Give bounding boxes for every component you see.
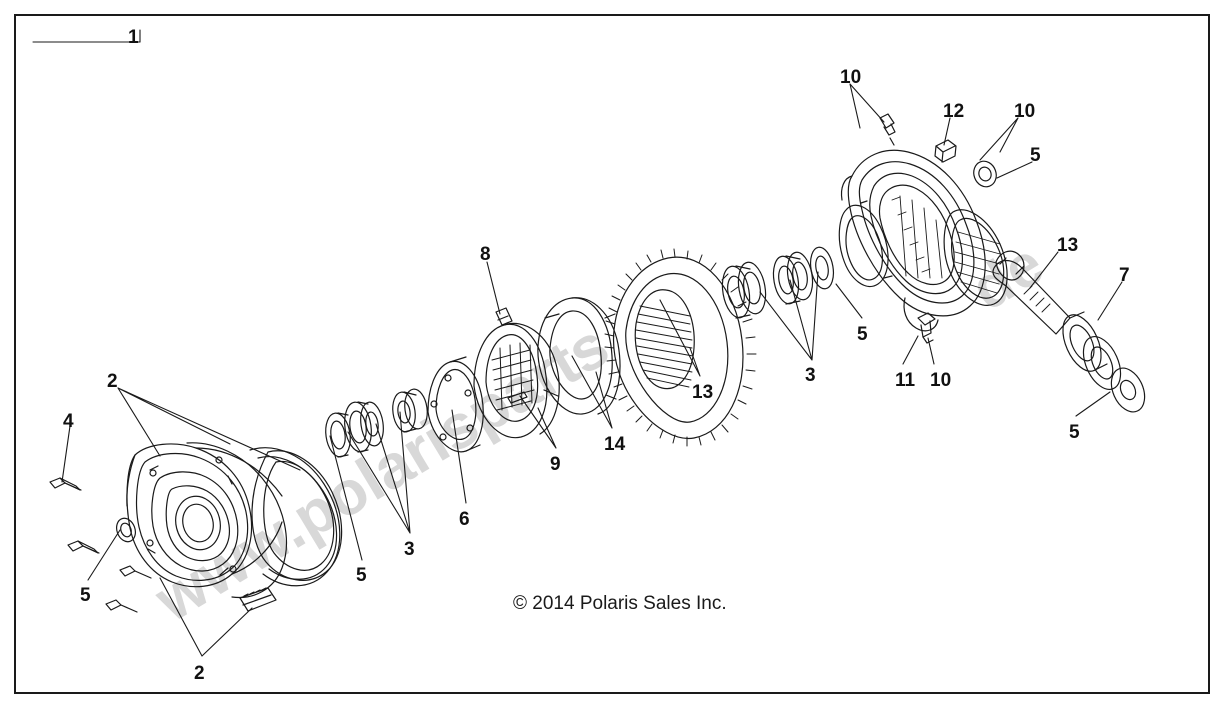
callout-18: 9 <box>550 454 561 475</box>
callout-1: 1 <box>128 27 139 48</box>
callout-19: 6 <box>459 509 470 530</box>
callout-5: 5 <box>1030 145 1041 166</box>
copyright-notice: © 2014 Polaris Sales Inc. <box>513 593 727 614</box>
callout-16: 14 <box>604 434 626 455</box>
callout-8: 7 <box>1119 265 1130 286</box>
callout-20: 3 <box>404 539 415 560</box>
callout-12: 11 <box>895 370 916 391</box>
callout-23: 2 <box>194 663 205 684</box>
callout-17: 5 <box>1069 422 1080 443</box>
callout-22: 5 <box>80 585 91 606</box>
callout-13: 10 <box>930 370 952 391</box>
callout-2: 10 <box>840 67 862 88</box>
callout-7: 13 <box>1057 235 1079 256</box>
callout-14: 13 <box>692 382 714 403</box>
callout-15: 4 <box>63 411 74 432</box>
callout-9: 5 <box>857 324 868 345</box>
diagram-frame <box>14 14 1210 694</box>
callout-21: 5 <box>356 565 367 586</box>
callout-10: 3 <box>805 365 816 386</box>
callout-11: 2 <box>107 371 118 392</box>
callout-3: 12 <box>943 101 965 122</box>
callout-6: 8 <box>480 244 491 265</box>
callout-4: 10 <box>1014 101 1036 122</box>
